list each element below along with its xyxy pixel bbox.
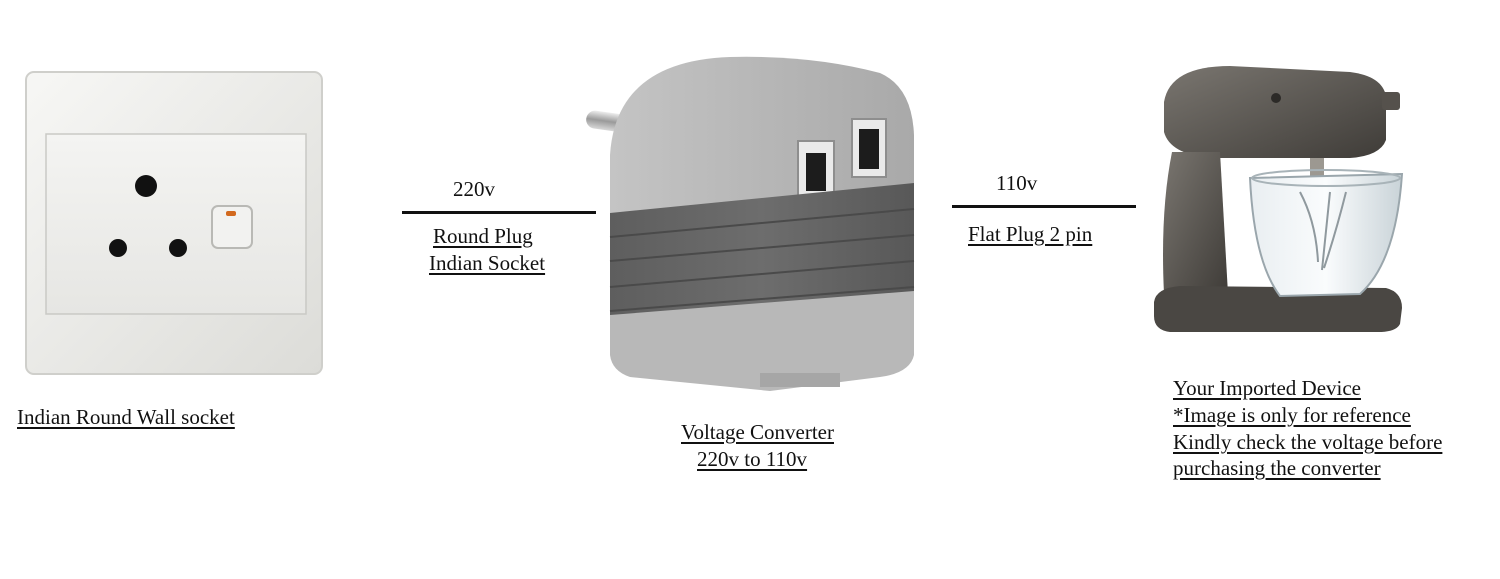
wall-socket-image <box>24 70 324 376</box>
right-voltage-label: 110v <box>996 171 1038 195</box>
round-plug-label: Round Plug <box>433 224 533 248</box>
imported-device-image <box>1150 62 1412 334</box>
device-line3: Kindly check the voltage before <box>1173 430 1443 454</box>
left-connector-line <box>402 211 596 214</box>
voltage-converter-image <box>580 55 920 397</box>
device-line1: Your Imported Device <box>1173 376 1361 400</box>
converter-caption-line2: 220v to 110v <box>697 447 808 471</box>
device-line4: purchasing the converter <box>1173 456 1381 480</box>
socket-caption: Indian Round Wall socket <box>17 405 235 429</box>
converter-caption-line1: Voltage Converter <box>681 420 834 444</box>
right-connector-line <box>952 205 1136 208</box>
indian-socket-label: Indian Socket <box>429 251 546 275</box>
device-line2: *Image is only for reference <box>1173 403 1411 427</box>
flat-plug-label: Flat Plug 2 pin <box>968 222 1093 246</box>
left-voltage-label: 220v <box>453 177 495 201</box>
